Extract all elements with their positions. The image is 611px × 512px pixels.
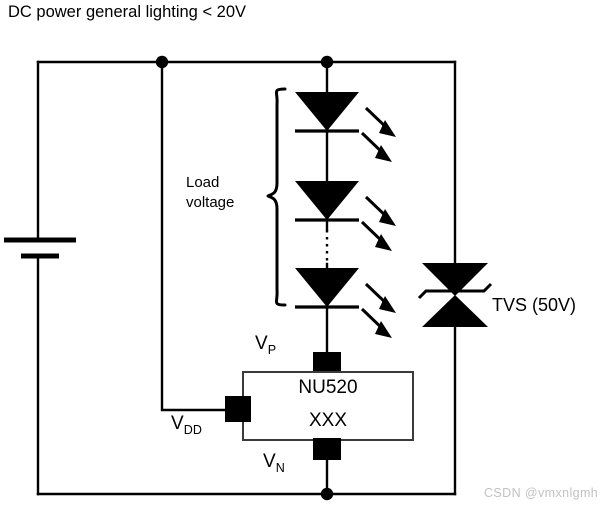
junction-dot-vdd-tap (155, 55, 169, 69)
pin-label-vdd-main: V (171, 413, 184, 434)
led-2-ray-1-arrowhead (379, 209, 396, 226)
load-voltage-line-2: voltage (186, 194, 235, 212)
load-voltage-label: Load voltage (186, 173, 234, 214)
led-3 (295, 268, 396, 338)
pin-label-vn-sub: N (275, 460, 285, 475)
led-2-light-rays (360, 195, 396, 251)
tvs-label: TVS (50V) (492, 295, 577, 315)
chip-pin-vp (313, 352, 341, 374)
brace-shape (266, 87, 287, 307)
chip-pin-vdd (225, 396, 251, 422)
pin-label-vp: VP (255, 333, 276, 358)
tvs-lower-triangle (422, 295, 488, 327)
led-2 (295, 181, 396, 251)
led-3-light-rays (360, 282, 396, 338)
led-3-ray-1-arrowhead (379, 296, 396, 313)
led-1-ray-1-arrowhead (379, 120, 396, 137)
chip-nu520 (225, 352, 414, 460)
pin-label-vp-sub: P (267, 342, 277, 357)
watermark: CSDN @vmxnlgmh (484, 486, 599, 500)
wire-vdd-branch (160, 60, 234, 412)
pin-label-vdd-sub: DD (183, 422, 203, 437)
junction-dot-led-top (320, 55, 334, 69)
tvs-diode (417, 263, 493, 327)
led-1-triangle (295, 92, 359, 131)
pin-label-vn-main: V (263, 451, 276, 472)
pin-label-vdd: VDD (171, 413, 202, 438)
page-title: DC power general lighting < 20V (8, 3, 247, 21)
chip-sublabel: XXX (308, 410, 348, 431)
pin-label-vn: VN (263, 451, 285, 476)
junction-dot-bottom (320, 487, 334, 501)
led-2-triangle (295, 181, 359, 220)
led-1 (295, 92, 396, 162)
chip-pin-vn (313, 438, 341, 460)
chip-body (242, 371, 414, 441)
led-1-light-rays (360, 106, 396, 162)
tvs-zener-bar (417, 282, 493, 300)
chip-name-label: NU520 (298, 377, 358, 398)
junction-dots (155, 55, 334, 501)
load-voltage-line-1: Load (186, 174, 220, 191)
battery-symbol (4, 237, 76, 259)
led-3-triangle (295, 268, 359, 307)
led-2-ray-2-arrowhead (375, 234, 392, 251)
tvs-upper-triangle (422, 263, 488, 296)
pin-label-vp-main: V (255, 333, 268, 354)
load-voltage-brace (266, 87, 287, 307)
led-1-ray-2-arrowhead (375, 145, 392, 162)
led-3-ray-2-arrowhead (375, 321, 392, 338)
